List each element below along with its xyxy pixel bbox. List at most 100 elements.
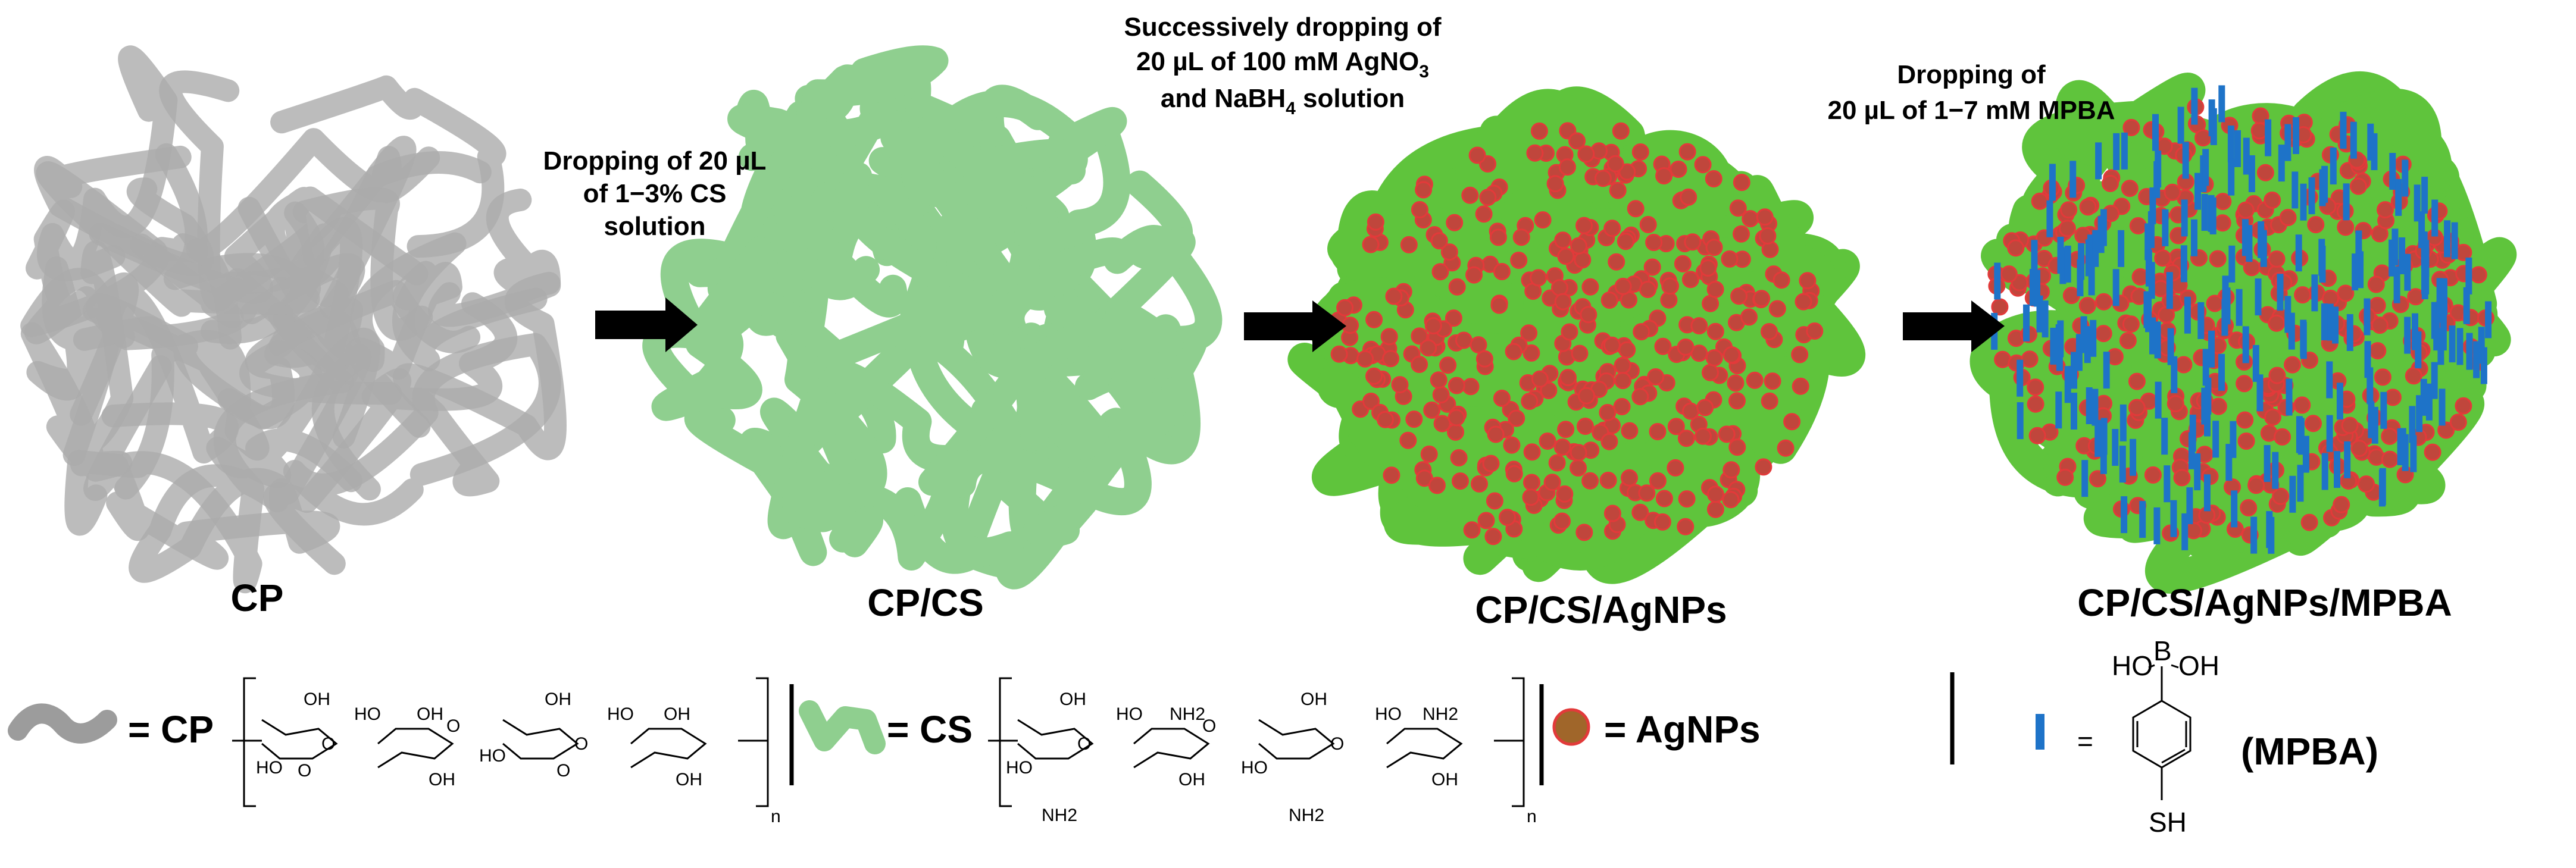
mpba-bar [2057, 237, 2064, 274]
mpba-bar [2203, 474, 2211, 512]
agnp-dot [1553, 438, 1571, 456]
agnp-dot [1621, 469, 1638, 487]
agnp-dot [1643, 258, 1661, 276]
mpba-bar [2149, 187, 2156, 224]
mpba-bar [2166, 272, 2173, 309]
agnp-dot [2056, 468, 2074, 486]
mpba-bar [2371, 133, 2378, 170]
agnp-dot [1594, 170, 1612, 187]
agnp-dot [1580, 306, 1598, 324]
agnp-dot [2154, 249, 2172, 267]
agnp-dot [1653, 513, 1671, 531]
agnp-dot [1678, 143, 1696, 161]
svg-text:HO: HO [2112, 650, 2153, 681]
mpba-bar [2181, 199, 2188, 237]
mpba-bar [2113, 133, 2120, 170]
agnp-dot [2243, 259, 2261, 277]
mpba-bar [2145, 295, 2152, 333]
agnp-dot [2007, 239, 2025, 257]
cp-cs-network-illustration [642, 45, 1223, 590]
strand [837, 162, 1121, 391]
agnp-dot [2377, 201, 2394, 219]
mpba-bar [2246, 225, 2253, 262]
mpba-bar [2393, 266, 2400, 303]
agnp-dot [1759, 227, 1777, 245]
agnp-dot [1450, 449, 1468, 466]
mpba-bar [2268, 516, 2275, 554]
agnp-dot [1799, 272, 1817, 290]
agnp-dot [1702, 364, 1719, 381]
label-cp-cs: CP/CS [867, 581, 984, 624]
agnp-dot [1385, 287, 1403, 305]
agnp-dot [1493, 390, 1511, 407]
svg-text:HO: HO [1116, 704, 1143, 724]
agnp-dot [2060, 201, 2078, 219]
agnp-dot [2350, 440, 2368, 457]
mpba-bar [2180, 245, 2187, 283]
agnp-dot [1768, 300, 1786, 318]
agnp-dot [1493, 263, 1511, 280]
step3-text-line1: Dropping of [1897, 60, 2046, 89]
step2-text-line1: Successively dropping of [1124, 12, 1441, 42]
agnp-dot [1554, 231, 1572, 249]
agnp-dot [1431, 263, 1449, 281]
mpba-bar [2293, 117, 2299, 154]
mpba-bar [2352, 253, 2359, 291]
agnp-dot [1761, 392, 1778, 410]
mpba-bar [2049, 164, 2056, 201]
mpba-bar [2208, 195, 2215, 232]
agnp-dot [2122, 118, 2140, 136]
agnp-dot [1475, 350, 1493, 368]
agnp-dot [1645, 234, 1663, 251]
mpba-bar [2297, 465, 2304, 502]
agnp-dot [2469, 266, 2487, 284]
svg-text:O: O [298, 761, 311, 781]
svg-text:= CS: = CS [887, 708, 973, 751]
agnp-dot [2214, 193, 2232, 211]
agnp-dot [1599, 471, 1617, 489]
agnp-dot [2268, 250, 2286, 268]
agnp-dot [1486, 492, 1503, 510]
agnp-dot [1415, 469, 1433, 487]
mpba-bar [2431, 199, 2439, 237]
agnp-dot [2144, 466, 2162, 484]
mpba-bar [2155, 381, 2162, 419]
mpba-bar [2081, 460, 2089, 497]
agnp-dot [1614, 277, 1632, 295]
svg-text:HO: HO [1241, 758, 1268, 778]
svg-text:OH: OH [2178, 650, 2219, 681]
agnp-dot [1613, 398, 1631, 415]
svg-text:O: O [321, 734, 335, 754]
mpba-bar [2103, 352, 2110, 389]
mpba-bar [2436, 278, 2443, 315]
agnp-dot [1468, 146, 1486, 164]
agnp-dot [1554, 293, 1572, 311]
legend-agnps: = AgNPs [1552, 708, 1761, 751]
agnp-dot [1452, 472, 1469, 490]
mpba-bar [2319, 246, 2326, 283]
strand [428, 189, 561, 327]
agnp-dot [2384, 388, 2402, 406]
agnp-dot [1411, 356, 1428, 373]
step1-text-line1: Dropping of 20 µL [543, 146, 767, 176]
agnp-dot [1521, 393, 1539, 410]
agnp-dot [1638, 484, 1656, 502]
agnp-dot [1461, 186, 1479, 204]
agnp-dot [1740, 308, 1758, 326]
agnp-dot [1639, 281, 1656, 298]
agnp-dot [2264, 192, 2281, 209]
mpba-bar [2378, 469, 2386, 507]
agnp-dot [2128, 399, 2146, 416]
mpba-bar [2112, 269, 2119, 306]
mpba-bar [2344, 441, 2351, 478]
agnp-dot [1577, 418, 1594, 435]
agnp-dot [1677, 430, 1695, 447]
agnp-dot [1727, 374, 1745, 392]
agnp-dot [1699, 259, 1717, 277]
agnp-dot [2274, 428, 2291, 446]
agnp-dot [1649, 423, 1667, 440]
mpba-swatch [2036, 714, 2044, 750]
agnp-dot [1548, 454, 1566, 472]
strand [948, 300, 1189, 516]
